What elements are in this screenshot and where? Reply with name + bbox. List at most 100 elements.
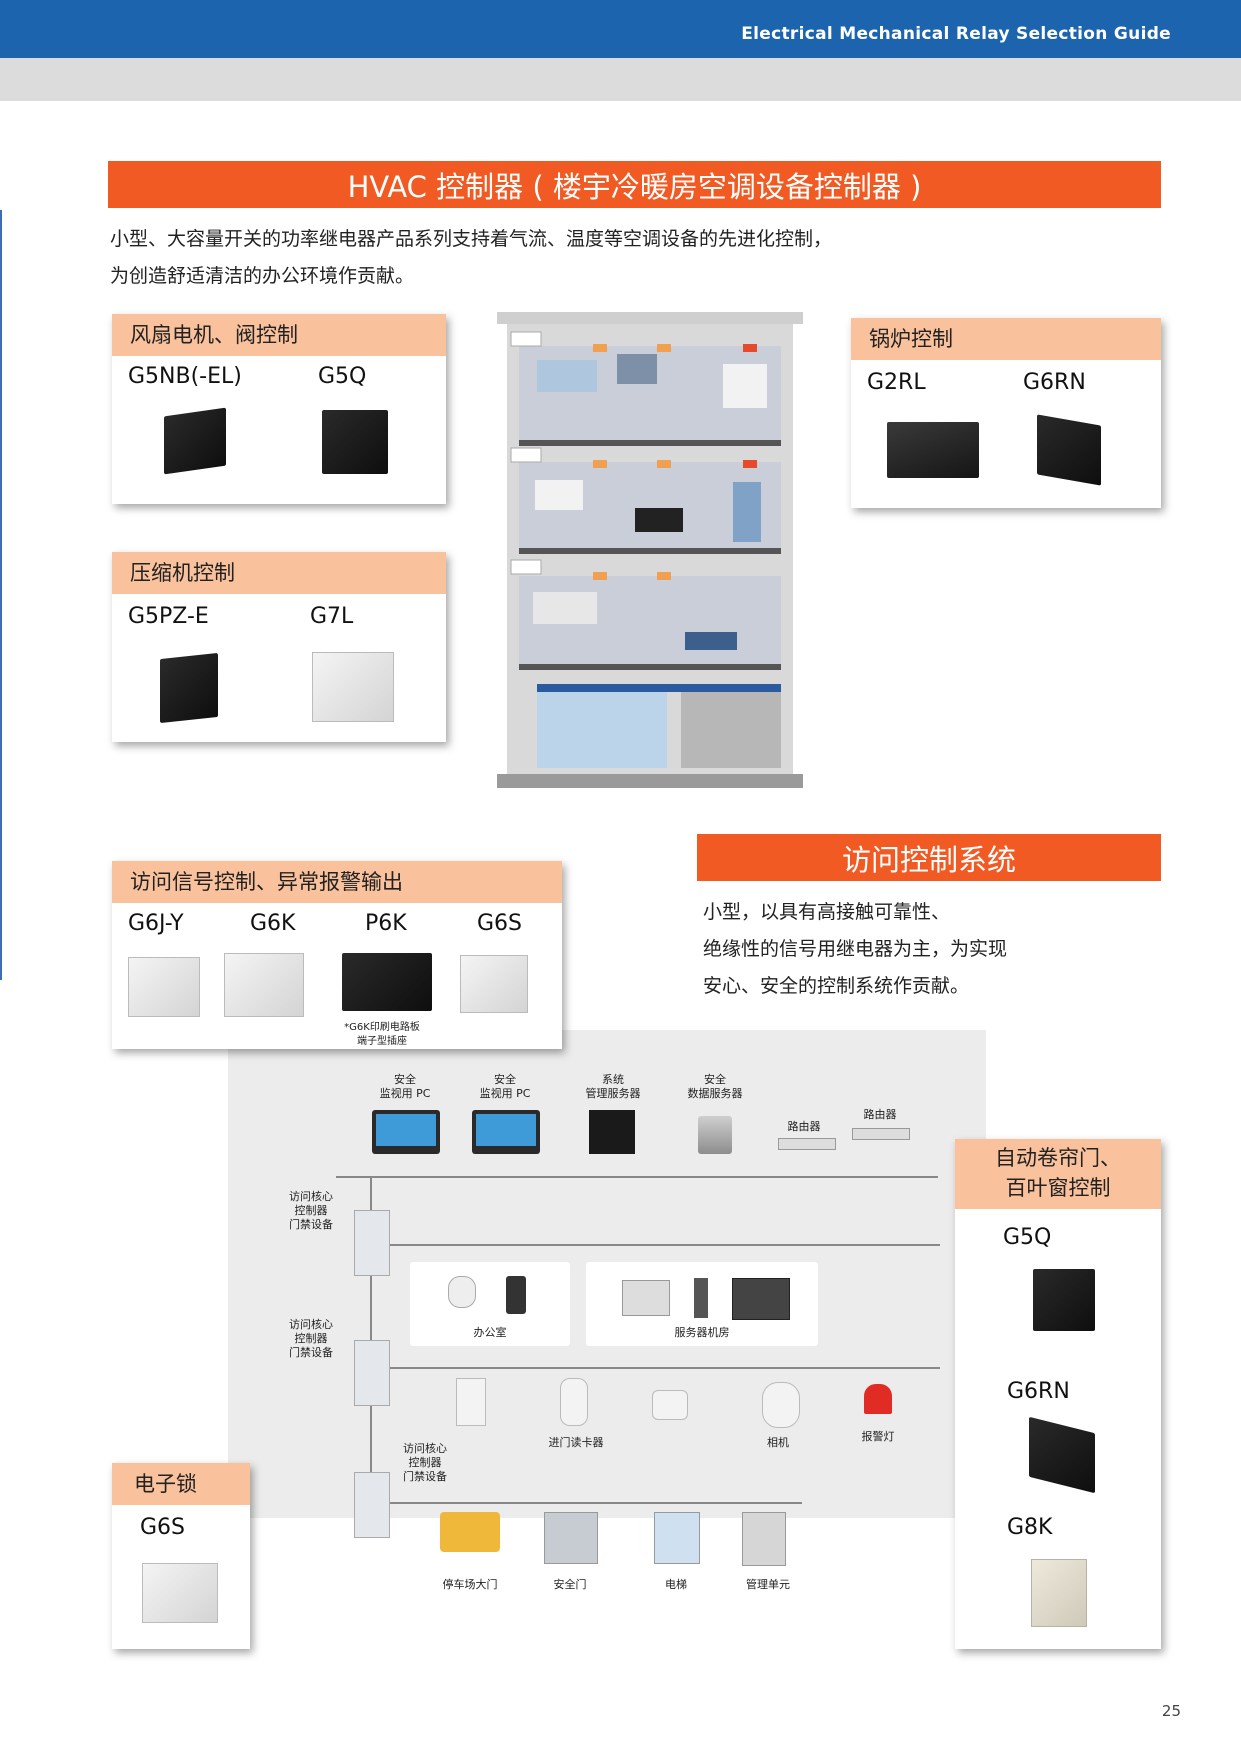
shutter-title-line1: 自动卷帘门、 [995,1146,1121,1170]
boiler-card: 锅炉控制 G2RL G6RN [851,318,1161,508]
camera-label: 相机 [767,1436,789,1449]
g5pz-relay-image [160,652,218,724]
p6k-note: *G6K印刷电路板 端子型插座 [332,1021,432,1049]
model-label: G5PZ-E [128,604,209,629]
access-banner: 访问控制系统 [697,834,1161,881]
p6k-note-line2: 端子型插座 [357,1036,407,1047]
model-label: G8K [1007,1515,1053,1540]
mgmt-server-label: 系统 管理服务器 [568,1073,658,1101]
g6s-relay-image [460,955,528,1013]
access-intro-line2: 绝缘性的信号用继电器为主，为实现 [703,938,1008,960]
parking-gate-label: 停车场大门 [442,1578,498,1591]
pc1-label: 安全 监视用 PC [360,1073,450,1101]
management-unit-label: 管理单元 [746,1578,790,1591]
sensor-icon [652,1390,688,1420]
model-label: G7L [310,604,354,629]
controller3-label-line2: 控制器 [408,1456,442,1469]
g8k-relay-image [1031,1559,1087,1627]
controller1-label-line2: 控制器 [294,1204,328,1217]
compressor-card: 压缩机控制 G5PZ-E G7L [112,552,446,742]
left-edge-line [0,210,2,980]
router-icon [778,1138,836,1150]
electronic-lock-card: 电子锁 G6S [112,1463,250,1649]
reader-icon [694,1278,708,1318]
g6rn-relay-image [1029,1416,1095,1494]
alarm-light-icon [864,1384,892,1414]
security-gate-icon [544,1512,598,1564]
data-server-label-line1: 安全 [704,1073,726,1086]
g6s-relay-image [142,1563,218,1623]
g5q-relay-image [322,410,388,474]
router-icon [852,1128,910,1140]
g7l-relay-image [312,652,394,722]
phone-icon [506,1276,526,1314]
control-panel-icon [732,1278,790,1320]
router2-label: 路由器 [863,1108,897,1121]
g5nb-relay-image [164,407,226,475]
controller1-label-line3: 门禁设备 [289,1218,333,1231]
building-illustration [497,312,803,788]
access-intro-line3: 安心、安全的控制系统作贡献。 [703,975,970,997]
shutter-control-card-title: 自动卷帘门、 百叶窗控制 [955,1139,1161,1209]
p6k-socket-image [342,953,432,1011]
office-box [410,1262,570,1346]
pc1-label-line2: 监视用 PC [379,1087,431,1100]
electronic-lock-card-title: 电子锁 [112,1463,250,1505]
pc1-label-line1: 安全 [394,1073,416,1086]
database-icon [698,1116,732,1154]
hvac-banner: HVAC 控制器 ( 楼宇冷暖房空调设备控制器 ) [108,161,1161,208]
model-label: G6RN [1023,370,1086,395]
elevator-label: 电梯 [665,1578,687,1591]
controller1-label: 访问核心 控制器 门禁设备 [276,1190,346,1232]
header-bar [0,0,1241,58]
signal-control-card-title: 访问信号控制、异常报警输出 [112,861,562,903]
page-number: 25 [1161,1702,1181,1720]
shutter-title-line2: 百叶窗控制 [1005,1176,1111,1200]
alarm-light-label: 报警灯 [861,1430,895,1443]
g6j-relay-image [128,957,200,1017]
model-label: G6J-Y [128,911,184,936]
hvac-intro: 小型、大容量开关的功率继电器产品系列支持着气流、温度等空调设备的先进化控制， 为… [110,221,1110,295]
mgmt-server-label-line2: 管理服务器 [585,1087,641,1100]
controller2-label-line2: 控制器 [294,1332,328,1345]
compressor-card-title: 压缩机控制 [112,552,446,594]
model-label: G6S [477,911,523,936]
model-label: G5NB(-EL) [128,364,242,389]
office-label: 办公室 [473,1326,507,1339]
model-label: P6K [365,911,407,936]
ip-camera-icon [762,1382,800,1428]
p6k-note-line1: *G6K印刷电路板 [344,1022,420,1033]
header-gray-band [0,58,1241,101]
motion-sensor-icon [560,1378,588,1426]
card-reader-label: 进门读卡器 [548,1436,604,1449]
data-server-label-line2: 数据服务器 [687,1087,743,1100]
pc2-label-line1: 安全 [494,1073,516,1086]
controller3-label: 访问核心 控制器 门禁设备 [390,1442,460,1484]
controller3-label-line3: 门禁设备 [403,1470,447,1483]
controller2-label-line1: 访问核心 [289,1318,333,1331]
controller2-label: 访问核心 控制器 门禁设备 [276,1318,346,1360]
model-label: G5Q [1003,1225,1052,1250]
model-label: G2RL [867,370,926,395]
controller-device-icon [354,1472,390,1538]
network-branch-line [370,1244,940,1246]
mgmt-server-label-line1: 系统 [602,1073,624,1086]
data-server-label: 安全 数据服务器 [670,1073,760,1101]
access-intro-line1: 小型，以具有高接触可靠性、 [703,901,951,923]
card-reader-icon [456,1378,486,1426]
g5q-relay-image [1033,1269,1095,1331]
controller2-label-line3: 门禁设备 [289,1346,333,1359]
controller-device-icon [354,1210,390,1276]
header-title: Electrical Mechanical Relay Selection Gu… [741,24,1171,44]
model-label: G6K [250,911,296,936]
monitor-icon [472,1110,540,1154]
g2rl-relay-image [887,422,979,478]
camera-dome-icon [448,1276,476,1308]
g6k-relay-image [224,953,304,1017]
controller3-label-line1: 访问核心 [403,1442,447,1455]
controller1-label-line1: 访问核心 [289,1190,333,1203]
network-branch-line [370,1367,940,1369]
pc2-label: 安全 监视用 PC [460,1073,550,1101]
server-icon [589,1110,635,1154]
signal-control-card: 访问信号控制、异常报警输出 G6J-Y G6K P6K G6S *G6K印刷电路… [112,861,562,1049]
